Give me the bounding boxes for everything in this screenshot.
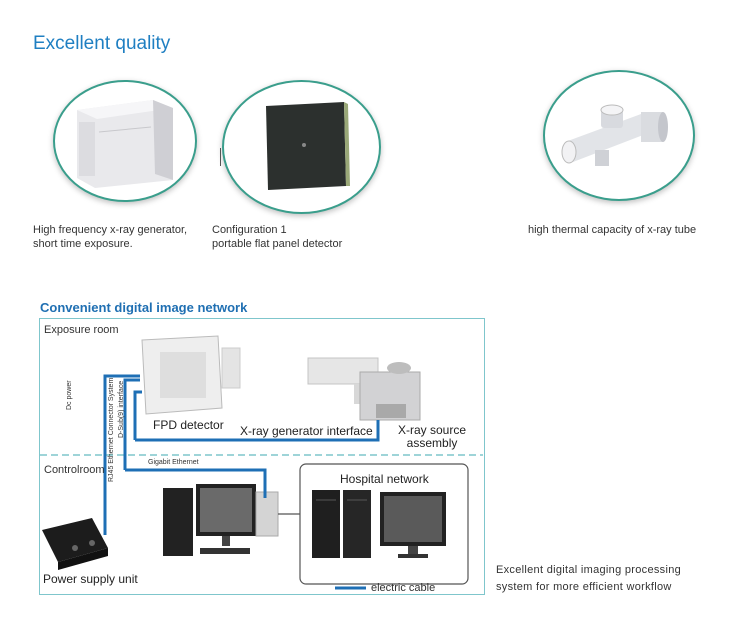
legend-label: electric cable bbox=[371, 582, 436, 594]
server-icon bbox=[312, 490, 371, 558]
dsub-cable bbox=[133, 390, 142, 440]
control-room-label: Controlroom bbox=[44, 464, 105, 476]
source-assembly-label: X-ray source assembly bbox=[398, 423, 467, 450]
workstation-icon bbox=[163, 484, 279, 556]
gigabit-cable bbox=[125, 468, 267, 498]
hospital-network-label: Hospital network bbox=[340, 472, 429, 486]
x-ray-tube-icon bbox=[561, 104, 668, 166]
network-frame bbox=[39, 318, 485, 595]
rj45-label: RJ45 Ethernet Connector System bbox=[108, 377, 115, 482]
detector-caption: Configuration 1 portable flat panel dete… bbox=[212, 224, 343, 250]
tube-photo bbox=[543, 70, 695, 201]
divider-line bbox=[220, 148, 221, 166]
generator-cabinet-icon bbox=[77, 100, 173, 188]
network-title: Convenient digital image network bbox=[40, 300, 248, 315]
generator-cable bbox=[135, 420, 380, 442]
page-title: Excellent quality bbox=[33, 33, 171, 54]
exposure-room-label: Exposure room bbox=[44, 324, 119, 336]
hospital-monitor-icon bbox=[380, 492, 446, 558]
rj45-cable bbox=[123, 378, 140, 470]
dc-power-cable bbox=[103, 374, 140, 535]
power-supply-label: Power supply unit bbox=[43, 572, 138, 586]
generator-interface-label: X-ray generator interface bbox=[240, 424, 373, 438]
tube-caption: high thermal capacity of x-ray tube bbox=[528, 224, 697, 236]
fpd-detector-icon bbox=[141, 335, 241, 415]
flat-panel-detector-icon bbox=[266, 102, 350, 190]
gigabit-label: Gigabit Ethernet bbox=[148, 459, 199, 466]
power-supply-icon bbox=[42, 518, 108, 570]
generator-photo bbox=[53, 80, 197, 202]
dsub-label: D-Sub(9) interface bbox=[118, 380, 125, 438]
generator-caption: High frequency x-ray generator, short ti… bbox=[33, 224, 188, 250]
cable-lines bbox=[103, 374, 380, 535]
side-caption: Excellent digital imaging processing sys… bbox=[496, 564, 682, 593]
x-ray-source-icon bbox=[307, 357, 421, 421]
dc-power-label: Dc power bbox=[66, 380, 73, 410]
detector-photo bbox=[222, 80, 381, 214]
fpd-label: FPD detector bbox=[153, 418, 224, 432]
